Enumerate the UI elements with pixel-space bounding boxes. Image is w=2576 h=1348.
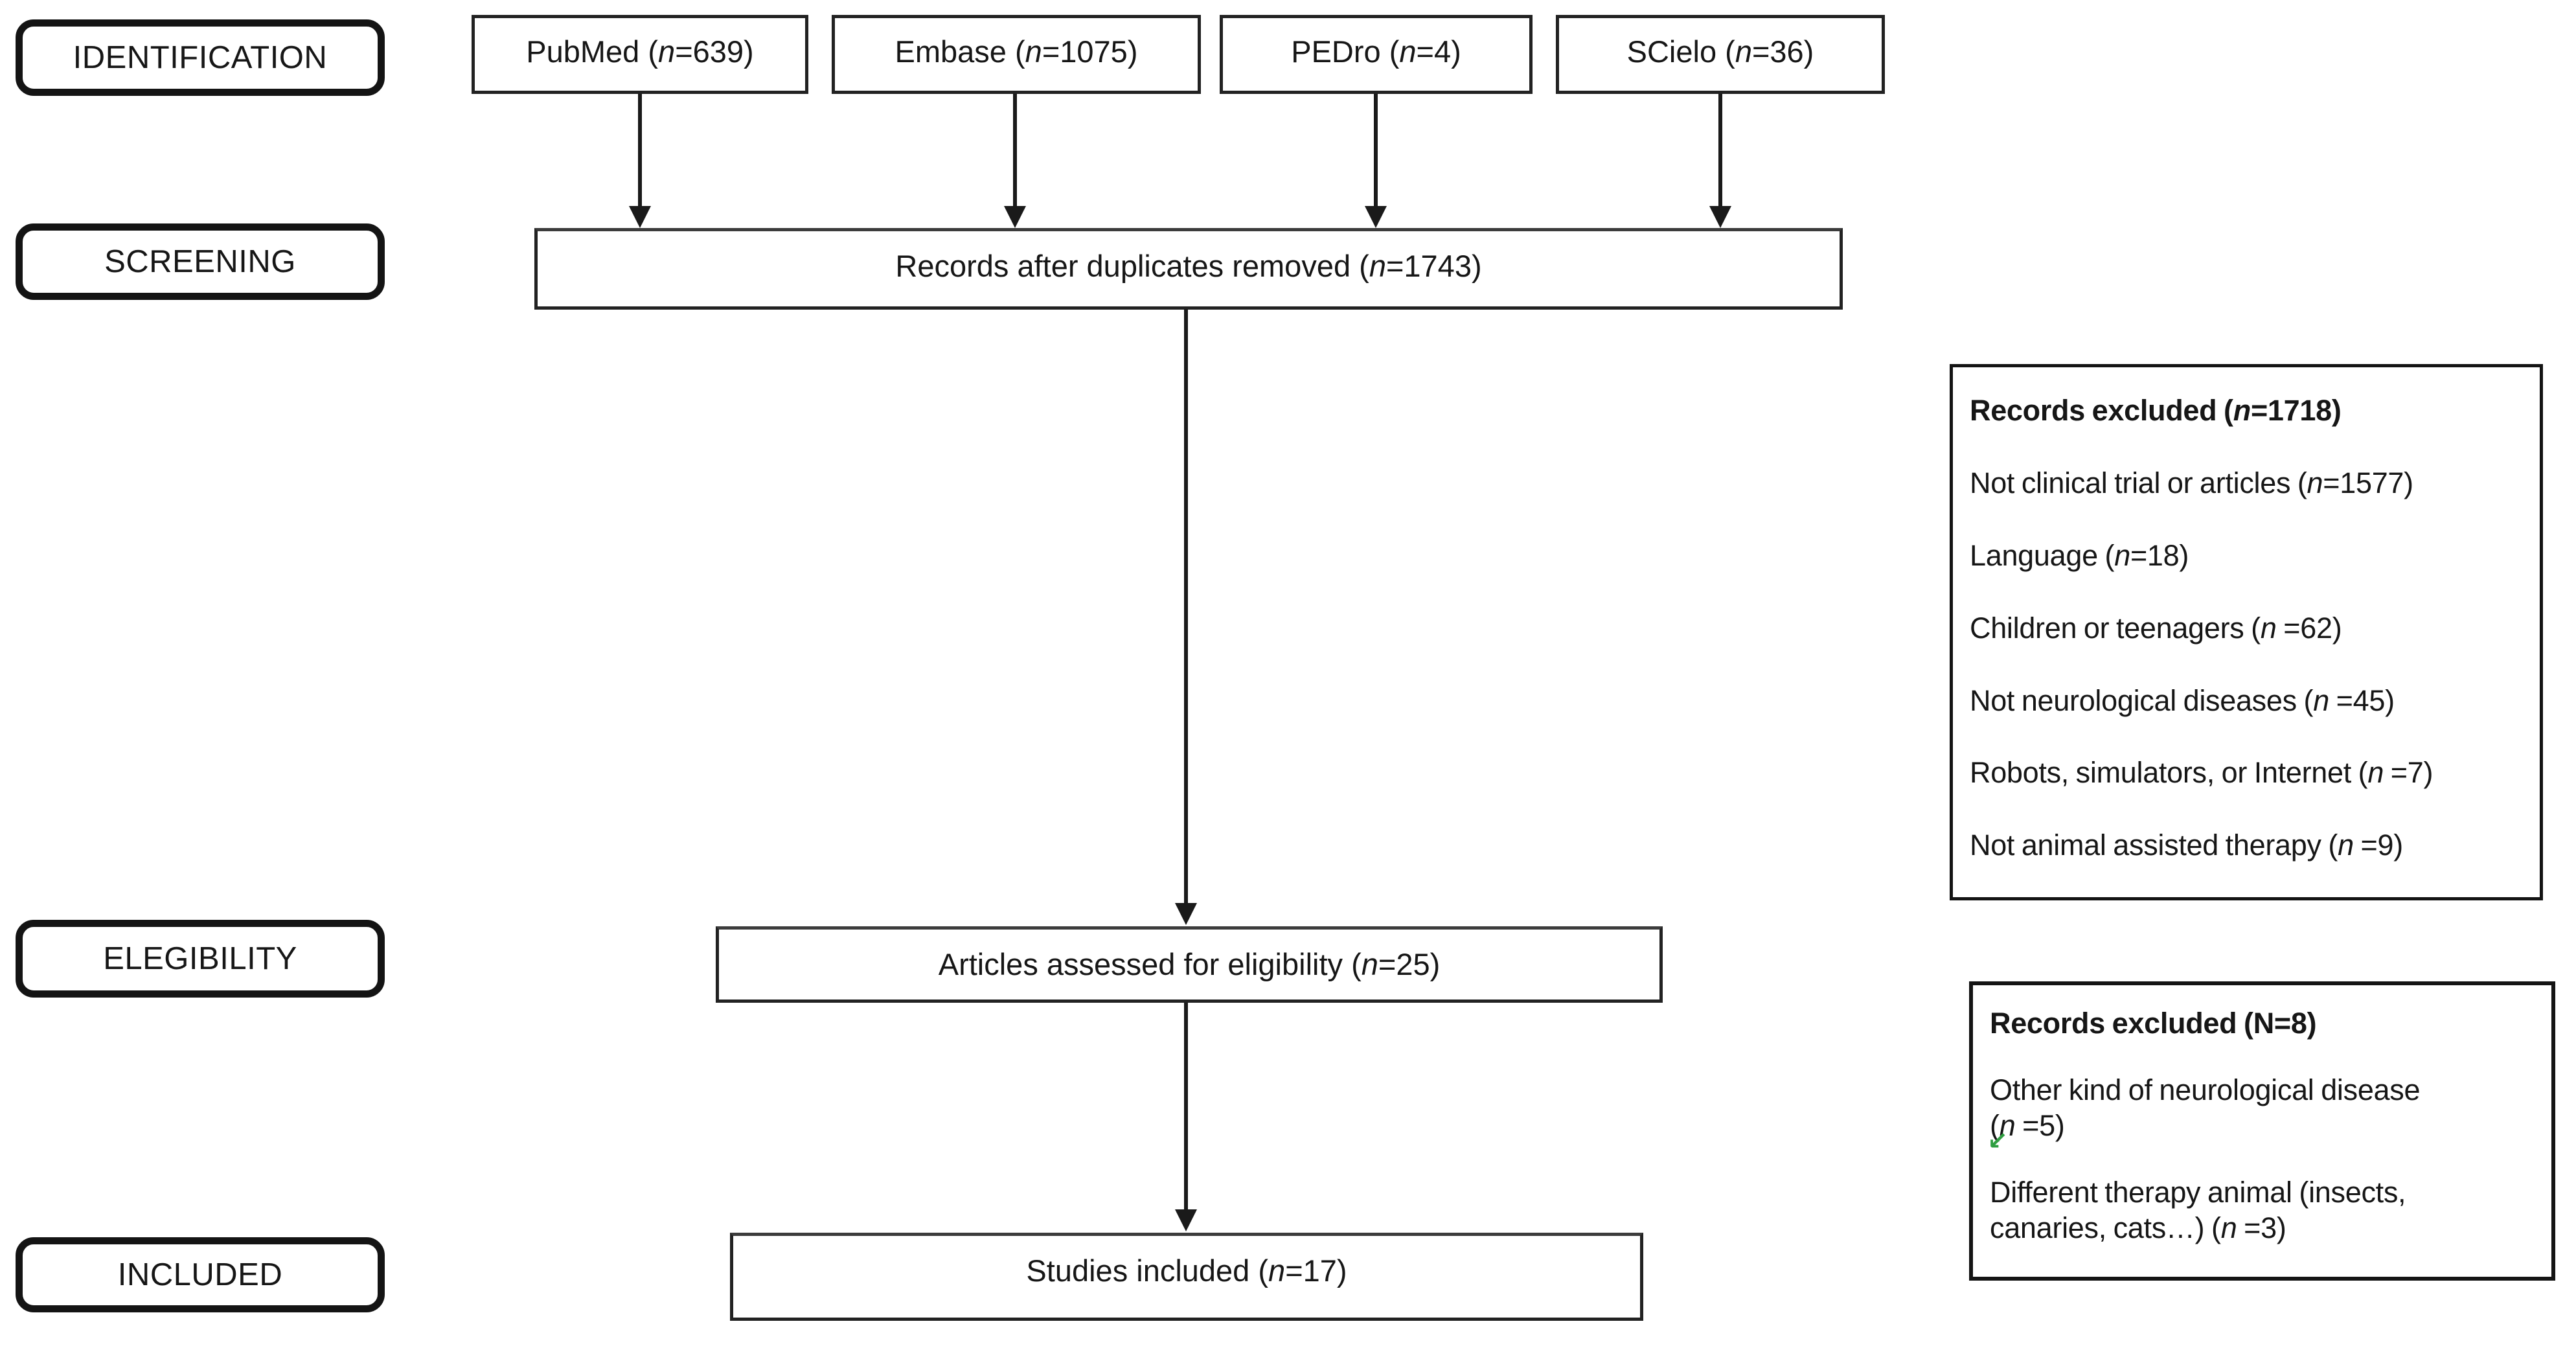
stage-label-text: ELEGIBILITY: [103, 941, 297, 976]
source-box-embase: Embase (n=1075): [832, 15, 1201, 94]
flow-box-text: Articles assessed for eligibility (n=25): [938, 947, 1441, 981]
exclusion-item: Different therapy animal (insects,canari…: [1990, 1175, 2406, 1244]
exclusion-item: Robots, simulators, or Internet (n =7): [1970, 756, 2434, 790]
stage-label-text: INCLUDED: [117, 1257, 283, 1292]
source-box-text: PubMed (n=639): [526, 34, 754, 69]
arrow-embase-to-screening: [1004, 93, 1026, 228]
flow-box-text: Studies included (n=17): [1026, 1253, 1347, 1288]
exclusion-item: Not neurological diseases (n =45): [1970, 683, 2395, 717]
exclusions-box-screening: Records excluded (n=1718) Not clinical t…: [1950, 364, 2543, 900]
stage-label-text: IDENTIFICATION: [73, 40, 328, 75]
arrow-scielo-to-screening: [1709, 93, 1731, 228]
stage-label-text: SCREENING: [104, 244, 296, 279]
flow-box-text: Records after duplicates removed (n=1743…: [895, 249, 1482, 283]
stage-label-screening: SCREENING: [16, 223, 385, 300]
green-arrow-artifact-icon: ↙: [1987, 1128, 2008, 1155]
flow-box-assessed-eligibility: Articles assessed for eligibility (n=25): [716, 926, 1663, 1003]
source-box-text: PEDro (n=4): [1291, 34, 1461, 69]
stage-label-identification: IDENTIFICATION: [16, 19, 385, 96]
exclusion-item: Other kind of neurological disease(n =5): [1990, 1073, 2421, 1142]
exclusion-item: Not clinical trial or articles (n=1577): [1970, 466, 2413, 499]
exclusion-item: Language (n=18): [1970, 538, 2189, 572]
source-box-text: SCielo (n=36): [1626, 34, 1814, 69]
stage-label-included: INCLUDED: [16, 1237, 385, 1312]
stage-label-elegibility: ELEGIBILITY: [16, 920, 385, 998]
flow-box-duplicates-removed: Records after duplicates removed (n=1743…: [534, 228, 1843, 310]
arrow-pubmed-to-screening: [629, 93, 651, 228]
exclusions-title: Records excluded (n=1718): [1970, 394, 2342, 427]
arrow-eligibility-to-included: [1175, 1003, 1197, 1231]
arrow-pedro-to-screening: [1365, 93, 1387, 228]
source-box-text: Embase (n=1075): [895, 34, 1138, 69]
flow-box-studies-included: Studies included (n=17): [730, 1233, 1643, 1321]
exclusion-item: Children or teenagers (n =62): [1970, 611, 2342, 645]
source-box-pubmed: PubMed (n=639): [472, 15, 808, 94]
exclusion-item: Not animal assisted therapy (n =9): [1970, 828, 2403, 862]
source-box-pedro: PEDro (n=4): [1220, 15, 1533, 94]
exclusions-title: Records excluded (N=8): [1990, 1007, 2317, 1040]
arrow-screening-to-eligibility: [1175, 310, 1197, 925]
source-box-scielo: SCielo (n=36): [1556, 15, 1885, 94]
exclusions-box-eligibility: Records excluded (N=8) Other kind of neu…: [1969, 981, 2555, 1281]
